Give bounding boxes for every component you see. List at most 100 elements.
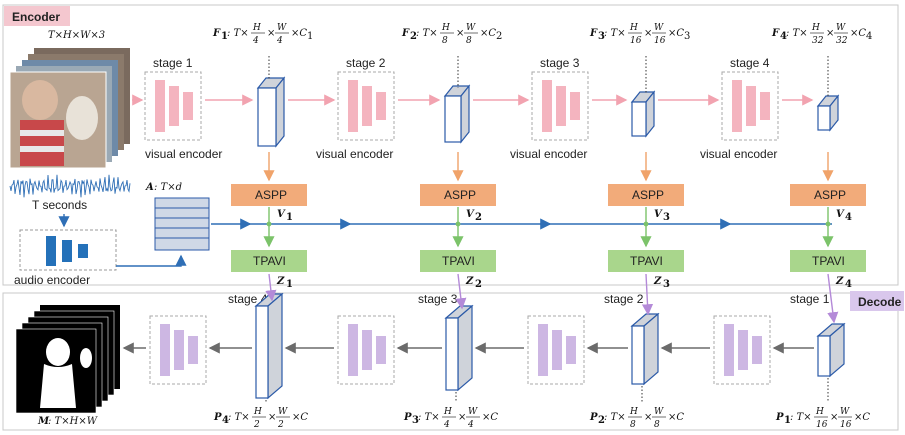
aspp-label: ASPP (255, 188, 287, 202)
decoder-tag-bg (850, 291, 904, 311)
encoder-stage-block-bar-3 (376, 92, 386, 120)
arrow-z-to-decoder-2 (455, 273, 467, 310)
feature-label-F4-h: H (811, 23, 820, 33)
decoder-stage-block-bar-1 (724, 324, 734, 376)
feature-label-P2-name: P (589, 412, 598, 423)
z-label-idx: 2 (475, 279, 482, 290)
feature-cube-F1-side (275, 76, 285, 148)
feature-cube-P1-front (817, 335, 831, 377)
decoder-stage-block-bar-2 (362, 330, 372, 370)
v-label-idx: 4 (845, 212, 852, 223)
feature-label-P4-name: P (213, 412, 222, 423)
feature-label-F1-ci: 1 (307, 31, 313, 42)
feature-label-F2-hd: 8 (442, 36, 448, 46)
visual-encoder-label: visual encoder (316, 147, 393, 161)
feature-label-F2-pre: : T× (416, 28, 438, 39)
aspp-label: ASPP (632, 188, 664, 202)
encoder-stage-block-bar-1 (732, 80, 742, 132)
audio-encoder-label: audio encoder (14, 273, 90, 287)
feature-label-F4-ci: 4 (866, 31, 872, 42)
tpavi-label: TPAVI (630, 254, 663, 268)
decoder-stage-block-bar-2 (174, 330, 184, 370)
feature-label-F4-hd: 32 (812, 36, 824, 46)
feature-label-P4-h: H (253, 407, 262, 417)
encoder-stage-block-bar-1 (155, 80, 165, 132)
output-mask-frames (15, 305, 120, 414)
tpavi-box (790, 250, 866, 272)
feature-label-P2-w: W (654, 407, 664, 417)
feature-label-F4-pre: : T× (786, 28, 808, 39)
feature-label-F1-name: F (212, 28, 221, 39)
encoder-stage-title: stage 2 (346, 56, 386, 70)
feature-label-F1-pre: : T× (227, 28, 249, 39)
feature-label-P1-post: ×C (854, 412, 870, 423)
feature-label-P1-hd: 16 (816, 420, 828, 430)
feature-label-F1-hd: 4 (252, 36, 259, 46)
decoder-tag: Decode (858, 295, 902, 309)
feature-label-F3-h: H (629, 23, 638, 33)
feature-label-F1-h: H (252, 23, 261, 33)
feature-label-P2-post: ×C (668, 412, 684, 423)
decoder-stage-block-bar-2 (738, 330, 748, 370)
audio-bar-3 (78, 244, 88, 258)
encoder-stage-block-bar-2 (746, 86, 756, 126)
decoder-stage-title: stage 4 (228, 292, 268, 306)
feature-label-F2-name: F (401, 28, 410, 39)
arrow-audio-to-A (116, 254, 187, 267)
feature-label-P2-idx: 2 (598, 415, 605, 426)
visual-encoder-label: visual encoder (700, 147, 777, 161)
feature-label-P2-wd: 8 (654, 420, 660, 430)
encoder-stage-block-bar-2 (169, 86, 179, 126)
encoder-stage-title: stage 1 (153, 56, 193, 70)
waveform-path (9, 174, 131, 198)
input-dims: T×H×W×3 (48, 30, 105, 41)
feature-label-P4-hd: 2 (253, 420, 260, 430)
output-label-M: M (37, 416, 50, 427)
decoder-stage-block-bar-1 (348, 324, 358, 376)
feature-label-P4-pre: : T× (228, 412, 250, 423)
feature-cube-F3-front (631, 101, 647, 137)
output-dims: : T×H×W (48, 416, 98, 427)
tpavi-box (608, 250, 684, 272)
feature-label-P2-x1: × (644, 412, 652, 423)
feature-label-P2-hd: 8 (630, 420, 636, 430)
z-label: Z (835, 276, 844, 287)
encoder-tag: Encoder (12, 10, 60, 24)
audio-waveform (9, 174, 131, 198)
feature-label-P1-x1: × (830, 412, 838, 423)
feature-label-P4-idx: 4 (222, 415, 229, 426)
feature-label-F4-post: ×C (850, 28, 866, 39)
feature-cube-P3-side (457, 304, 473, 392)
feature-label-P2-h: H (629, 407, 638, 417)
feature-label-F3-w: W (654, 23, 664, 33)
feature-cube-F1-front (257, 87, 277, 147)
arrow-z-to-decoder-4 (827, 273, 839, 324)
feature-label-P2-pre: : T× (604, 412, 626, 423)
feature-label-F3-x1: × (644, 28, 652, 39)
encoder-stage-block-bar-2 (362, 86, 372, 126)
tpavi-label: TPAVI (812, 254, 845, 268)
feature-cube-F2-front (444, 95, 462, 143)
feature-label-P1-wd: 16 (840, 420, 852, 430)
decoder-stage-title: stage 3 (418, 292, 458, 306)
arrow-z-to-decoder-1 (265, 273, 277, 302)
feature-label-P3-pre: : T× (418, 412, 440, 423)
feature-label-P1-idx: 1 (784, 415, 791, 426)
decoder-stage-block-bar-3 (188, 336, 198, 364)
decoder-stage-title: stage 2 (604, 292, 644, 306)
feature-label-F1-w: W (277, 23, 287, 33)
z-label-idx: 1 (286, 279, 293, 290)
aspp-box (420, 184, 496, 206)
feature-label-F4-w: W (836, 23, 846, 33)
feature-label-F2-post: ×C (480, 28, 496, 39)
encoder-tag-bg (4, 6, 70, 26)
feature-label-F2-h: H (441, 23, 450, 33)
tpavi-box (420, 250, 496, 272)
z-label-idx: 4 (845, 279, 852, 290)
